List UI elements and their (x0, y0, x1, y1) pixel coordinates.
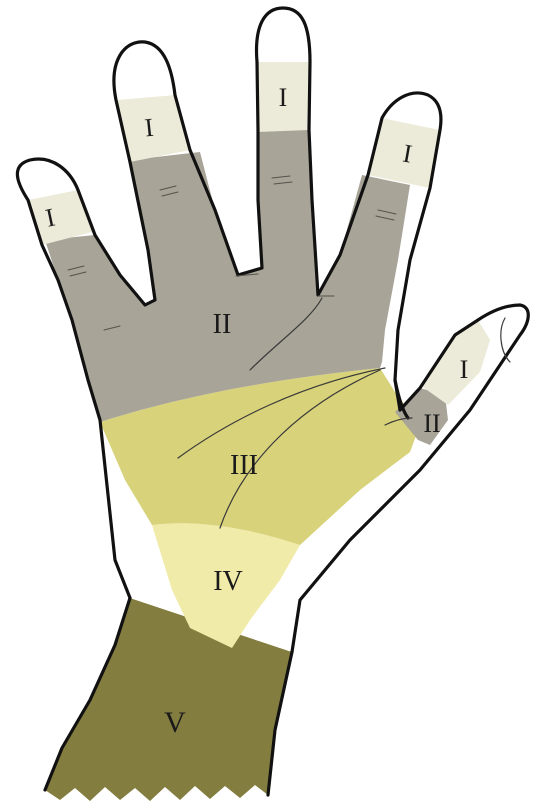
zone-ii-label-palm: II (213, 309, 232, 340)
zone-iii-label: III (230, 450, 258, 481)
zone-i-label-ring: I (279, 83, 288, 112)
zone-v-label: V (164, 706, 186, 739)
zone-i-label-thumb: I (460, 355, 469, 384)
zone-ii-label-thumb: II (423, 409, 440, 438)
zone-iv-label: IV (213, 566, 243, 597)
